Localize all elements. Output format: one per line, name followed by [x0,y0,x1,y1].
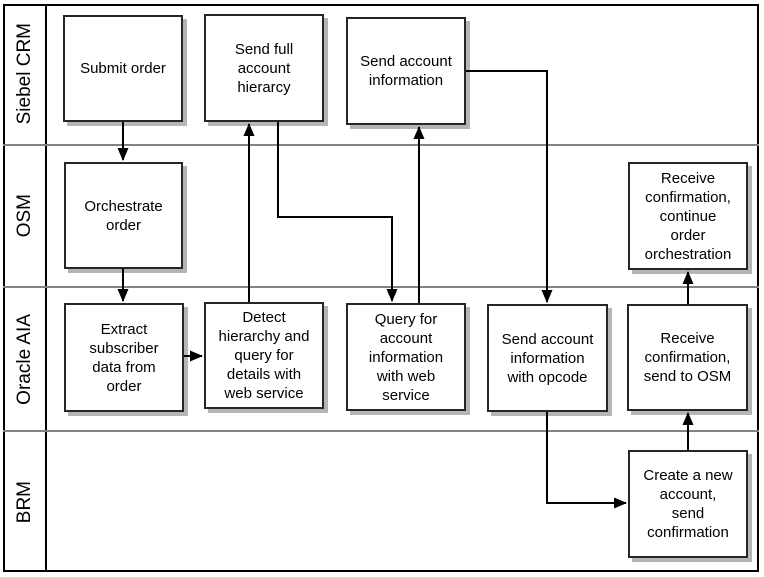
lane-separator-siebel-osm [3,144,759,146]
node-extract-subscriber-data-from-order: Extract subscriber data from order [64,303,184,412]
lane-label-brm: BRM [5,432,45,572]
node-detect-hierarchy-and-query-for-details: Detect hierarchy and query for details w… [204,302,324,409]
node-submit-order: Submit order [63,15,183,122]
lane-separator-aia-brm [3,430,759,432]
node-label: Receive confirmation, send to OSM [643,330,732,385]
node-send-account-information-with-opcode: Send account information with opcode [487,304,608,412]
lane-label-text: Oracle AIA [14,313,35,405]
node-query-for-account-information: Query for account information with web s… [346,303,466,411]
node-label: Submit order [80,60,166,77]
lane-label-text: Siebel CRM [14,23,35,125]
node-label: Orchestrate order [84,197,163,234]
node-label: Query for account information with web s… [368,310,444,404]
node-label: Receive confirmation, continue order orc… [644,169,732,263]
node-label: Send account information with opcode [501,330,594,386]
node-label: Send account information [360,53,452,89]
lane-label-column-divider [45,4,47,572]
node-label: Extract subscriber data from order [89,320,159,395]
lane-label-osm: OSM [5,146,45,286]
lane-label-text: BRM [14,480,35,524]
lane-separator-osm-aia [3,286,759,288]
lane-label-oracle-aia: Oracle AIA [5,288,45,430]
node-label: Send full account hierarcy [234,40,294,96]
lane-label-siebel-crm: Siebel CRM [5,4,45,144]
node-create-a-new-account-send-confirmation: Create a new account, send confirmation [628,450,748,558]
node-label: Create a new account, send confirmation [643,467,733,541]
node-receive-confirmation-continue-order-orchestration: Receive confirmation, continue order orc… [628,162,748,270]
diagram-outer-border [3,4,759,572]
node-orchestrate-order: Orchestrate order [64,162,183,269]
lane-label-text: OSM [14,194,35,238]
node-label: Detect hierarchy and query for details w… [218,309,310,402]
node-send-full-account-hierarcy: Send full account hierarcy [204,14,324,122]
node-send-account-information: Send account information [346,17,466,125]
node-receive-confirmation-send-to-osm: Receive confirmation, send to OSM [627,304,748,411]
